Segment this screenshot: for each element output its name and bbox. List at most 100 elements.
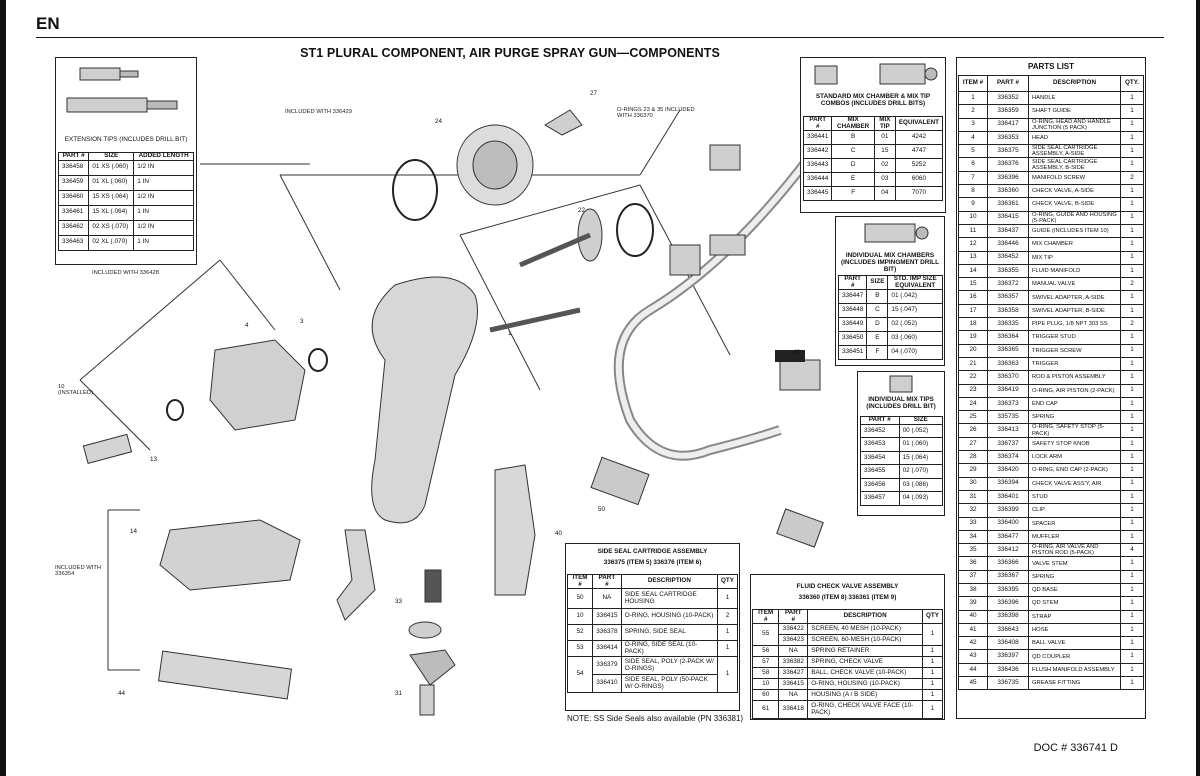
table-cell: 336454 <box>860 450 900 466</box>
table-cell: 1 <box>717 640 738 658</box>
fluid-check-caption: FLUID CHECK VALVE ASSEMBLY <box>796 583 899 590</box>
callout-42: 42 <box>793 349 801 356</box>
table-cell: 15 (.064) <box>898 450 944 466</box>
table-cell: 336423 <box>778 634 809 647</box>
table-cell: O-RING, SAFETY STOP (5-PACK) <box>1028 423 1121 438</box>
table-cell: 2 <box>1120 277 1144 292</box>
table-cell: SAFETY STOP KNOB <box>1028 436 1121 452</box>
table-cell: 02 (.070) <box>898 464 944 479</box>
mix-chamber-part <box>82 433 133 464</box>
col-header: QTY <box>717 573 738 590</box>
table-cell: 336382 <box>778 656 809 669</box>
table-cell: SPRING, SIDE SEAL <box>620 624 719 642</box>
table-cell: 01 (.060) <box>898 437 944 452</box>
table-cell: MANUAL VALVE <box>1028 277 1121 292</box>
qd-stem-part <box>709 234 746 256</box>
callout-4: 4 <box>245 322 249 329</box>
table-cell: 336376 <box>987 157 1029 172</box>
std-mix-caption: STANDARD MIX CHAMBER & MIX TIP COMBOS (I… <box>815 93 931 107</box>
ind-mix-tips-caption: INDIVIDUAL MIX TIPS (INCLUDES DRILL BIT) <box>866 396 936 410</box>
table-cell: 28 <box>958 450 988 465</box>
table-cell: TRIGGER STUD <box>1028 330 1121 345</box>
table-cell: 41 <box>958 622 988 638</box>
table-cell: 336361 <box>987 197 1029 212</box>
table-cell: 1 <box>1120 130 1144 146</box>
table-cell: 56 <box>751 645 780 658</box>
table-cell: 336414 <box>592 640 622 658</box>
callout-1: 1 <box>508 330 512 337</box>
table-cell: 01 <box>873 130 896 146</box>
handle-part <box>371 276 478 524</box>
table-cell: NA <box>778 645 809 658</box>
table-cell: 31 <box>958 489 988 505</box>
table-cell: FLUID MANIFOLD <box>1028 263 1121 279</box>
table-cell: 54 <box>566 656 594 694</box>
table-cell: 336352 <box>987 90 1029 106</box>
table-cell: 19 <box>958 330 988 345</box>
table-cell: 1 <box>1120 556 1144 571</box>
table-cell: 336436 <box>987 662 1029 678</box>
col-header: ITEM # <box>958 75 988 92</box>
table-cell: 02 <box>873 158 896 174</box>
table-cell: 60 <box>751 689 780 702</box>
table-cell: 336398 <box>987 609 1029 624</box>
table-cell: C <box>866 303 889 319</box>
table-cell: BALL, CHECK VALVE (10-PACK) <box>807 667 924 680</box>
table-cell: F <box>866 345 889 361</box>
table-cell: 36 <box>958 556 988 571</box>
callout-3: 3 <box>300 318 304 325</box>
table-cell: 1 <box>717 624 738 642</box>
table-cell: 7070 <box>894 186 944 202</box>
table-cell: 336447 <box>837 289 868 305</box>
table-cell: 336461 <box>57 204 90 221</box>
table-cell: 1 <box>1120 370 1144 385</box>
table-cell: 336445 <box>802 186 833 202</box>
table-cell: 16 <box>958 290 988 305</box>
ind-mix-chambers-image <box>864 223 929 243</box>
table-cell: 336396 <box>987 170 1029 186</box>
table-cell: 37 <box>958 569 988 584</box>
table-cell: 1 <box>922 645 943 658</box>
table-cell: VALVE STEM <box>1028 556 1121 571</box>
table-cell: 10 <box>751 678 780 691</box>
table-cell: 1/2 IN <box>133 189 194 206</box>
table-cell: 1 <box>1120 223 1144 239</box>
table-cell: 336418 <box>778 700 809 720</box>
table-cell: 336399 <box>987 503 1029 518</box>
table-cell: 1/2 IN <box>133 219 194 236</box>
table-cell: 15 XS (.064) <box>88 189 135 206</box>
valve-stem-part <box>489 307 581 333</box>
table-cell: 8 <box>958 184 988 199</box>
table-cell: SPRING, CHECK VALVE <box>807 656 924 669</box>
table-cell: 4242 <box>894 130 944 146</box>
table-cell: 336366 <box>987 556 1029 571</box>
table-cell: 1 <box>1120 476 1144 491</box>
table-cell: 336451 <box>837 345 868 361</box>
table-cell: MIX CHAMBER <box>1028 237 1121 252</box>
table-cell: 5252 <box>894 158 944 174</box>
table-cell: 13 <box>958 250 988 265</box>
table-cell: 1 <box>1120 157 1144 172</box>
table-cell: 336357 <box>987 290 1029 305</box>
table-cell: D <box>831 158 875 174</box>
table-cell: FLUSH MANIFOLD ASSEMBLY <box>1028 662 1121 678</box>
